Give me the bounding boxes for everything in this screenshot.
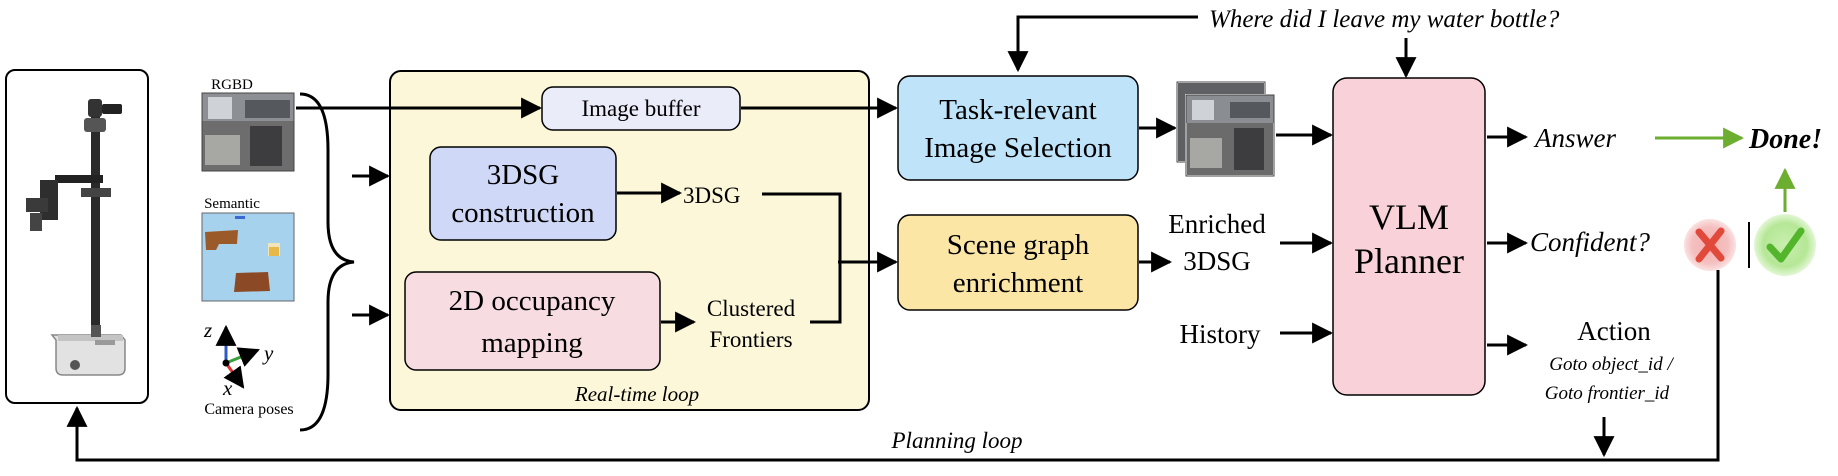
image-selection-box: Task-relevant Image Selection xyxy=(897,75,1139,181)
realtime-loop-label: Real-time loop xyxy=(574,382,699,406)
image-selection-line2: Image Selection xyxy=(924,132,1112,164)
dsg-construction-line2: construction xyxy=(451,197,595,229)
done-label: Done! xyxy=(1748,124,1822,155)
semantic-label: Semantic xyxy=(204,196,260,212)
rgbd-label: RGBD xyxy=(211,77,253,93)
image-buffer-label: Image buffer xyxy=(582,96,701,121)
action-label: Action xyxy=(1577,316,1651,346)
frontiers-line2: Frontiers xyxy=(709,327,792,352)
planner-line1: VLM xyxy=(1369,197,1449,237)
camera-axes-icon: z y x xyxy=(203,318,274,400)
dsg-construction-line1: 3DSG xyxy=(487,159,560,191)
confident-label: Confident? xyxy=(1530,227,1650,257)
occupancy-mapping-box: 2D occupancy mapping xyxy=(404,271,661,371)
cross-icon xyxy=(1684,219,1736,271)
enriched-line2: 3DSG xyxy=(1183,246,1251,276)
robot-illustration xyxy=(26,99,126,376)
planning-loop-line xyxy=(66,270,1720,462)
action-detail-line2: Goto frontier_id xyxy=(1545,383,1670,404)
planning-loop-label: Planning loop xyxy=(891,428,1023,453)
semantic-image xyxy=(201,212,295,302)
dsg-output-label: 3DSG xyxy=(683,183,741,208)
sensor-inputs: RGBD Semantic z y x xyxy=(201,77,295,418)
enriched-line1: Enriched xyxy=(1168,209,1266,239)
enrichment-line2: enrichment xyxy=(953,267,1083,299)
check-icon xyxy=(1754,214,1816,276)
input-brace xyxy=(299,92,355,432)
occupancy-line1: 2D occupancy xyxy=(449,285,616,317)
axis-y-label: y xyxy=(262,341,274,365)
answer-label: Answer xyxy=(1533,123,1616,153)
enrichment-line1: Scene graph xyxy=(947,229,1090,261)
frontiers-line1: Clustered xyxy=(707,296,796,321)
dsg-construction-box: 3DSG construction xyxy=(429,146,617,241)
action-detail-line1: Goto object_id / xyxy=(1549,354,1674,375)
robot-panel xyxy=(5,69,149,404)
arrow-question-to-selection xyxy=(1007,15,1198,73)
connector-frontiers-to-merge xyxy=(810,262,842,324)
connector-dsg-to-merge xyxy=(762,192,842,262)
scene-graph-enrichment-box: Scene graph enrichment xyxy=(897,214,1139,311)
camera-poses-label: Camera poses xyxy=(204,401,293,418)
question-text: Where did I leave my water bottle? xyxy=(1209,6,1560,33)
occupancy-line2: mapping xyxy=(481,327,583,359)
history-label: History xyxy=(1180,319,1262,349)
vlm-planner-box: VLM Planner xyxy=(1332,77,1486,396)
rgbd-image xyxy=(201,92,295,172)
axis-x-label: x xyxy=(222,376,233,400)
image-buffer-box: Image buffer xyxy=(541,86,741,131)
axis-z-label: z xyxy=(203,318,212,342)
selected-images xyxy=(1176,81,1275,177)
realtime-loop: Real-time loop Image buffer 3DSG constru… xyxy=(389,70,870,411)
planner-line2: Planner xyxy=(1354,241,1464,281)
image-selection-line1: Task-relevant xyxy=(939,94,1096,126)
